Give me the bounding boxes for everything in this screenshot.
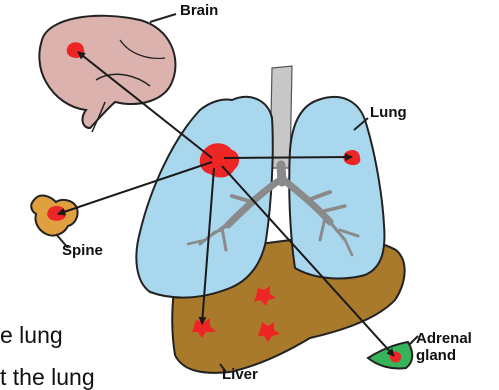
spine-label: Spine (62, 242, 103, 259)
brain-shape (39, 16, 175, 128)
body-text-line-2: t the lung (0, 364, 95, 390)
body-text-line-1: e lung (0, 322, 63, 348)
adrenal-gland-label: Adrenal gland (416, 330, 478, 364)
brain-label: Brain (180, 2, 218, 19)
arrow-to-lung (224, 157, 352, 158)
brain-leader (150, 14, 176, 22)
right-lung-shape (289, 97, 384, 279)
lung-label: Lung (370, 104, 407, 121)
spine-metastasis-icon (47, 206, 66, 221)
left-lung-shape (136, 97, 272, 298)
brain-illustration (39, 16, 175, 132)
liver-label: Liver (222, 366, 258, 383)
